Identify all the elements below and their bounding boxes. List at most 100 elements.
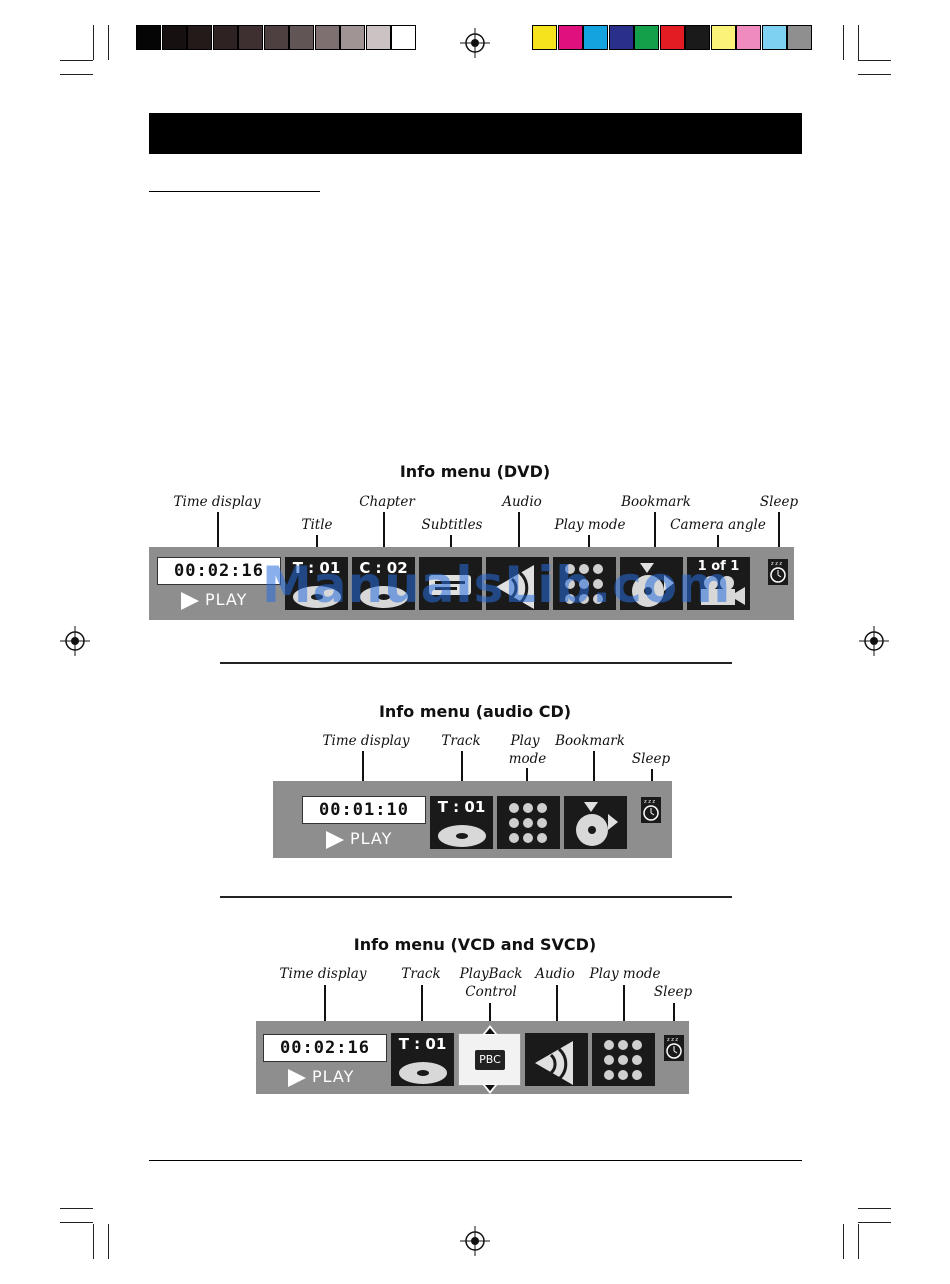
color-swatch	[314, 25, 340, 50]
leader-line	[778, 512, 780, 562]
audio-tile[interactable]	[525, 1033, 588, 1086]
label-camera-angle: Camera angle	[670, 517, 766, 533]
leader-line	[217, 512, 219, 572]
subtitles-tile[interactable]	[419, 557, 482, 610]
pbc-up-arrow-icon	[482, 1025, 498, 1035]
header-bar	[149, 113, 802, 154]
play-status: PLAY	[181, 590, 247, 610]
audio-icon	[496, 565, 534, 609]
leader-line	[673, 1003, 675, 1031]
chapter-tile[interactable]: C : 02	[352, 557, 415, 610]
color-swatch	[634, 25, 659, 50]
crop-mark	[93, 1224, 94, 1259]
leader-line	[324, 985, 326, 1042]
crop-mark	[108, 1224, 109, 1259]
sleep-tile[interactable]: z z z	[768, 559, 788, 585]
color-swatch	[608, 25, 634, 50]
label-play: Play	[510, 733, 540, 749]
color-swatch	[161, 25, 187, 50]
crop-mark	[93, 25, 94, 60]
play-status-text: PLAY	[205, 590, 248, 609]
sleep-tile[interactable]: z z z	[641, 797, 661, 823]
label-control: Control	[465, 984, 517, 1000]
bookmark-icon	[576, 802, 618, 846]
crop-mark	[60, 1222, 93, 1223]
play-icon	[326, 830, 344, 849]
label-sleep: Sleep	[759, 494, 799, 510]
section-rule	[149, 191, 320, 192]
sleep-clock-icon: z z z	[770, 561, 786, 583]
section-divider	[220, 896, 732, 898]
watermark: ManualsLib.com	[262, 556, 732, 614]
color-swatch	[187, 25, 212, 50]
registration-mark-icon	[460, 1226, 490, 1256]
color-swatch	[787, 25, 812, 50]
bookmark-tile[interactable]	[564, 796, 627, 849]
play-icon	[288, 1068, 306, 1087]
label-subtitles: Subtitles	[421, 517, 483, 533]
registration-mark-icon	[859, 626, 889, 656]
camera-angle-tile[interactable]: 1 of 1	[687, 557, 750, 610]
label-sleep: Sleep	[631, 751, 671, 767]
vcd-menu-title: Info menu (VCD and SVCD)	[353, 935, 597, 954]
footer-rule	[149, 1160, 802, 1161]
registration-mark-icon	[60, 626, 90, 656]
leader-line	[383, 512, 385, 572]
cd-menu-title: Info menu (audio CD)	[378, 702, 572, 721]
leader-line	[461, 751, 463, 798]
track-value: T : 01	[398, 1035, 447, 1053]
track-tile[interactable]: T : 01	[430, 796, 493, 849]
title-tile[interactable]: T : 01	[285, 557, 348, 610]
crop-mark	[858, 74, 891, 75]
disc-icon	[399, 1062, 447, 1084]
color-swatch	[263, 25, 289, 50]
color-swatch	[710, 25, 736, 50]
track-tile[interactable]: T : 01	[391, 1033, 454, 1086]
play-mode-icon	[509, 803, 547, 843]
color-swatch	[557, 25, 583, 50]
color-swatch	[212, 25, 238, 50]
crop-mark	[858, 25, 859, 60]
crop-mark	[843, 1224, 844, 1259]
label-bookmark: Bookmark	[621, 494, 691, 510]
disc-icon	[293, 586, 341, 608]
play-mode-icon	[565, 564, 603, 604]
play-status: PLAY	[288, 1067, 354, 1087]
crop-mark	[858, 1222, 891, 1223]
pbc-tile[interactable]: PBC	[458, 1033, 521, 1086]
label-track: Track	[401, 966, 441, 982]
svg-text:z z z: z z z	[667, 1037, 678, 1043]
disc-icon	[360, 586, 408, 608]
crop-mark	[843, 25, 844, 60]
subtitles-icon	[429, 575, 471, 595]
pbc-label: PBC	[475, 1050, 505, 1070]
crop-mark	[858, 1208, 891, 1209]
label-time-display: Time display	[322, 733, 410, 749]
play-mode-tile[interactable]	[497, 796, 560, 849]
time-display: 00:02:16	[263, 1034, 387, 1062]
color-swatch	[340, 25, 365, 50]
sleep-tile[interactable]: z z z	[664, 1035, 684, 1061]
audio-tile[interactable]	[486, 557, 549, 610]
dvd-info-bar: 00:02:16 PLAY T : 01 C : 02 1 of 1 z z z	[149, 547, 794, 620]
camera-icon	[701, 576, 745, 605]
pbc-down-arrow-icon	[482, 1084, 498, 1094]
label-chapter: Chapter	[359, 494, 415, 510]
play-mode-tile[interactable]	[553, 557, 616, 610]
color-swatch	[391, 25, 416, 50]
label-mode: mode	[508, 751, 547, 767]
play-mode-tile[interactable]	[592, 1033, 655, 1086]
registration-mark-icon	[460, 28, 490, 58]
leader-line	[593, 751, 595, 798]
label-time-display: Time display	[279, 966, 367, 982]
color-swatch	[659, 25, 685, 50]
color-swatch	[583, 25, 608, 50]
bookmark-tile[interactable]	[620, 557, 683, 610]
color-swatch	[736, 25, 761, 50]
svg-text:z z z: z z z	[771, 561, 782, 567]
sleep-clock-icon: z z z	[666, 1037, 682, 1059]
dvd-menu-title: Info menu (DVD)	[399, 462, 551, 481]
color-swatch	[136, 25, 161, 50]
sleep-clock-icon: z z z	[643, 799, 659, 821]
crop-mark	[60, 74, 93, 75]
